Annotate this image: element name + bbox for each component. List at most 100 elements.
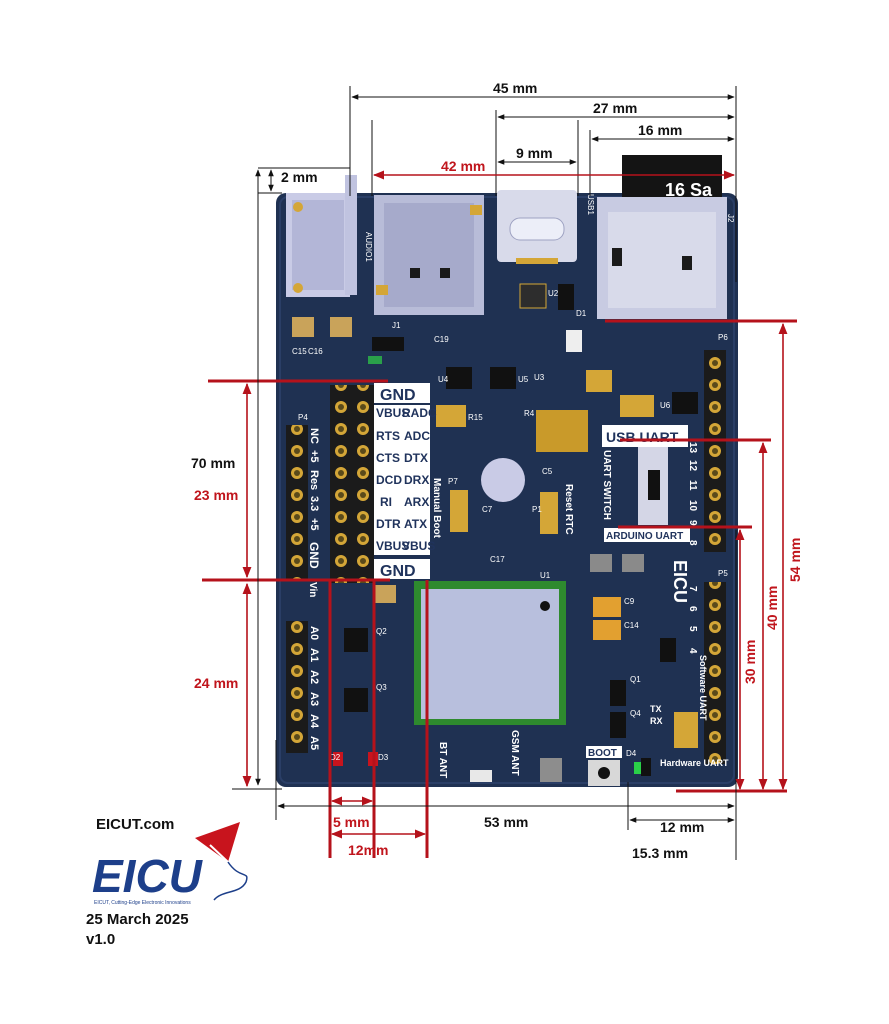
- ref-r15: R15: [468, 413, 483, 422]
- label-rx: RX: [650, 716, 663, 726]
- label-tx: TX: [650, 704, 662, 714]
- analog-label-3: A3: [308, 692, 320, 706]
- ref-p6: P6: [718, 333, 728, 342]
- label-gsm-ant: GSM ANT: [509, 730, 520, 776]
- dim-42mm: 42 mm: [441, 158, 485, 174]
- ref-u5: U5: [518, 375, 529, 384]
- ref-u1: U1: [540, 571, 551, 580]
- uart-right-3: DRX: [404, 473, 429, 487]
- label-boot: BOOT: [588, 748, 617, 759]
- logo-tagline: EICUT, Cutting-Edge Electronic Innovatio…: [94, 900, 191, 906]
- ref-c14: C14: [624, 621, 639, 630]
- passive-components: [292, 283, 698, 786]
- power-label-2: Res: [308, 470, 320, 490]
- dim-16mm: 16 mm: [638, 122, 682, 138]
- ref-q4: Q4: [630, 709, 641, 718]
- kite-icon: [195, 822, 240, 862]
- digital-label-8: 5: [687, 626, 698, 632]
- audio-jack: AUDIO1: [286, 175, 373, 297]
- digital-label-9: 4: [687, 648, 698, 654]
- power-label-3: 3.3: [308, 496, 320, 511]
- digital-label-2: 11: [687, 480, 698, 491]
- label-bt-ant: BT ANT: [437, 742, 448, 778]
- dim-2mm: 2 mm: [281, 169, 318, 185]
- red-dimension-lines: [242, 170, 788, 839]
- dim-15-3mm: 15.3 mm: [632, 845, 688, 861]
- ref-j1: J1: [392, 321, 401, 330]
- gsm-module: U1: [414, 571, 566, 725]
- ref-c15: C15: [292, 347, 307, 356]
- pin-headers: [286, 350, 726, 764]
- sd-card-text2: 16: [665, 180, 685, 200]
- component-refs: U2 U3 U4 U5 U6 P1 P4 P5 P6 P7 Q1 Q2 Q3 Q…: [292, 289, 728, 762]
- digital-label-6: 7: [687, 586, 698, 592]
- label-manual-boot: Manual Boot: [431, 478, 442, 539]
- uart-left-5: DTR: [376, 517, 401, 531]
- digital-label-7: 6: [687, 606, 698, 612]
- ref-p5: P5: [718, 569, 728, 578]
- ref-c17: C17: [490, 555, 505, 564]
- uart-right-1: ADC: [404, 429, 430, 443]
- version: v1.0: [86, 931, 115, 948]
- dim-23mm: 23 mm: [194, 487, 238, 503]
- ref-p7: P7: [448, 477, 458, 486]
- uart-left-4: RI: [380, 495, 392, 509]
- site-url: EICUT.com: [96, 816, 174, 833]
- dim-40mm: 40 mm: [764, 586, 780, 630]
- ref-c7: C7: [482, 505, 493, 514]
- dim-70mm: 70 mm: [191, 455, 235, 471]
- usb-c-port: USB1: [497, 190, 595, 264]
- dim-24mm: 24 mm: [194, 675, 238, 691]
- dim-5mm: 5 mm: [333, 814, 370, 830]
- label-gnd-top: GND: [380, 387, 416, 404]
- ref-p1: P1: [532, 505, 542, 514]
- ref-q3: Q3: [376, 683, 387, 692]
- analog-label-2: A2: [308, 670, 320, 684]
- dim-45mm: 45 mm: [493, 80, 537, 96]
- dim-27mm: 27 mm: [593, 100, 637, 116]
- ref-c9: C9: [624, 597, 635, 606]
- dim-12mm-left: 12mm: [348, 842, 388, 858]
- power-label-0: NC: [308, 428, 320, 444]
- ref-audio1: AUDIO1: [364, 232, 373, 262]
- ref-u4: U4: [438, 375, 449, 384]
- uart-right-4: ARX: [404, 495, 429, 509]
- uart-right-5: ATX: [404, 517, 427, 531]
- label-usb-uart: USB UART: [606, 429, 679, 445]
- dimension-labels: 45 mm 27 mm 16 mm 42 mm 9 mm 2 mm 70 mm …: [191, 80, 803, 861]
- red-marker-lines: [202, 319, 797, 858]
- footer: EICUT.com EICU EICUT, Cutting-Edge Elect…: [86, 816, 248, 948]
- uart-right-6: VBUS: [402, 539, 435, 553]
- date: 25 March 2025: [86, 911, 189, 928]
- digital-label-0: 13: [687, 442, 698, 454]
- uart-right-2: DTX: [404, 451, 428, 465]
- ref-u6: U6: [660, 401, 671, 410]
- uart-left-1: RTS: [376, 429, 400, 443]
- micro-sd-slot: Sa 16 J2: [597, 155, 735, 319]
- digital-label-4: 9: [687, 520, 698, 526]
- uart-left-2: CTS: [376, 451, 400, 465]
- uart-left-0: VBUS: [376, 406, 409, 420]
- ref-d3: D3: [378, 753, 389, 762]
- ref-d2: D2: [330, 753, 341, 762]
- ref-q1: Q1: [630, 675, 641, 684]
- analog-label-0: A0: [308, 626, 320, 640]
- dim-54mm: 54 mm: [787, 538, 803, 582]
- sd-card-text: Sa: [690, 180, 713, 200]
- analog-label-1: A1: [308, 648, 320, 662]
- label-gnd-bottom: GND: [380, 563, 416, 580]
- ref-p4: P4: [298, 413, 308, 422]
- label-uart-switch: UART SWITCH: [601, 450, 612, 520]
- label-reset-rtc: Reset RTC: [563, 484, 574, 535]
- logo-text: EICU: [92, 850, 204, 902]
- uart-left-6: VBUS: [376, 539, 409, 553]
- ref-c5: C5: [542, 467, 553, 476]
- dim-9mm: 9 mm: [516, 145, 553, 161]
- label-hardware-uart: Hardware UART: [660, 758, 729, 768]
- ref-r4: R4: [524, 409, 535, 418]
- uart-signal-labels: VBUS RTS CTS DCD RI DTR VBUS RADC ADC DT…: [376, 406, 437, 553]
- digital-label-5: 8: [687, 540, 698, 546]
- ref-c16: C16: [308, 347, 323, 356]
- ref-q2: Q2: [376, 627, 387, 636]
